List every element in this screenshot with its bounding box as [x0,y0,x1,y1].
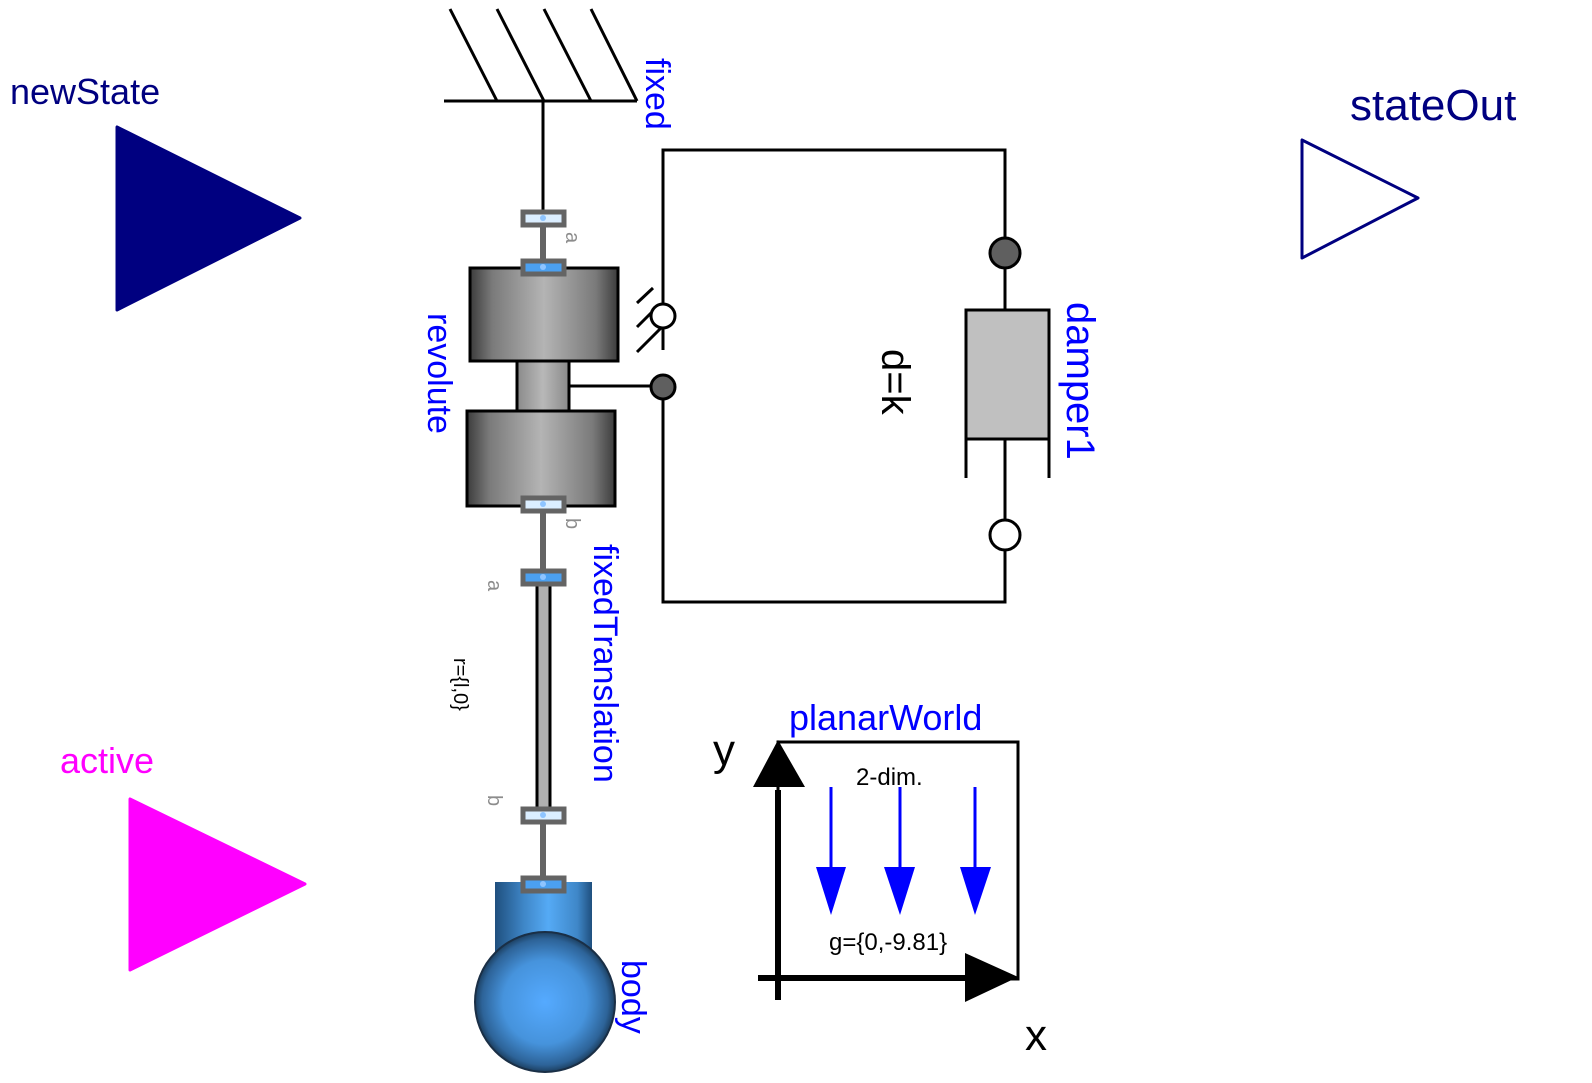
active-label: active [60,740,154,781]
revolute-support-flange[interactable] [649,302,677,330]
input-triangle-icon [115,125,302,312]
planarWorld-label: planarWorld [789,697,982,738]
damper-wires [661,148,1007,604]
revolute-frame-b-label: b [561,518,583,529]
frame-b-connector[interactable] [520,806,567,825]
ground-hatch-icon [444,8,639,213]
newState-port[interactable]: newState [10,71,302,312]
body-sphere-icon [474,931,616,1073]
stateOut-label: stateOut [1350,81,1516,130]
active-port[interactable]: active [60,740,307,972]
world-axes-icon [753,740,1018,1002]
frame-a-connector[interactable] [520,568,567,587]
frame-a-connector[interactable] [520,875,567,894]
planarWorld-subtitle: 2-dim. [856,764,923,791]
revolute-label: revolute [420,313,458,434]
frame-connector-fixed[interactable] [520,209,567,228]
fixedTranslation-component[interactable]: fixedTranslation r={l,0} a b [449,544,624,825]
planarWorld-axis-y: y [713,726,735,775]
planarWorld-axis-x: x [1025,1011,1047,1060]
revolute-axis-flange[interactable] [649,373,677,401]
frame-a-connector[interactable] [520,258,567,277]
fixedTranslation-frame-b-label: b [483,795,505,806]
revolute-component[interactable]: revolute b [420,258,660,529]
damper-flange-a[interactable] [988,236,1022,270]
fixed-label: fixed [638,58,676,130]
damper-flange-b[interactable] [988,518,1022,552]
planarWorld-component[interactable]: planarWorld 2-dim. g={0,-9.81} y x [713,697,1047,1060]
frame-b-connector[interactable] [520,495,567,514]
damper1-component[interactable]: damper1 d=k [873,236,1102,552]
planarWorld-gravity: g={0,-9.81} [829,929,947,956]
damper1-label: damper1 [1058,302,1102,460]
newState-label: newState [10,71,160,112]
fixed-component[interactable]: fixed [444,8,676,213]
damper1-param: d=k [873,349,917,416]
fixedTranslation-param: r={l,0} [449,658,471,711]
fixedTranslation-frame-a-label: a [483,580,505,592]
revolute-frame-a-label: a [561,232,583,244]
body-label: body [614,960,652,1034]
stateOut-port[interactable]: stateOut [1300,81,1516,260]
body-component[interactable]: body [474,875,652,1073]
input-triangle-icon [128,797,307,972]
gravity-arrows-icon [816,787,991,915]
output-triangle-icon [1300,138,1420,260]
fixedTranslation-label: fixedTranslation [586,544,624,783]
